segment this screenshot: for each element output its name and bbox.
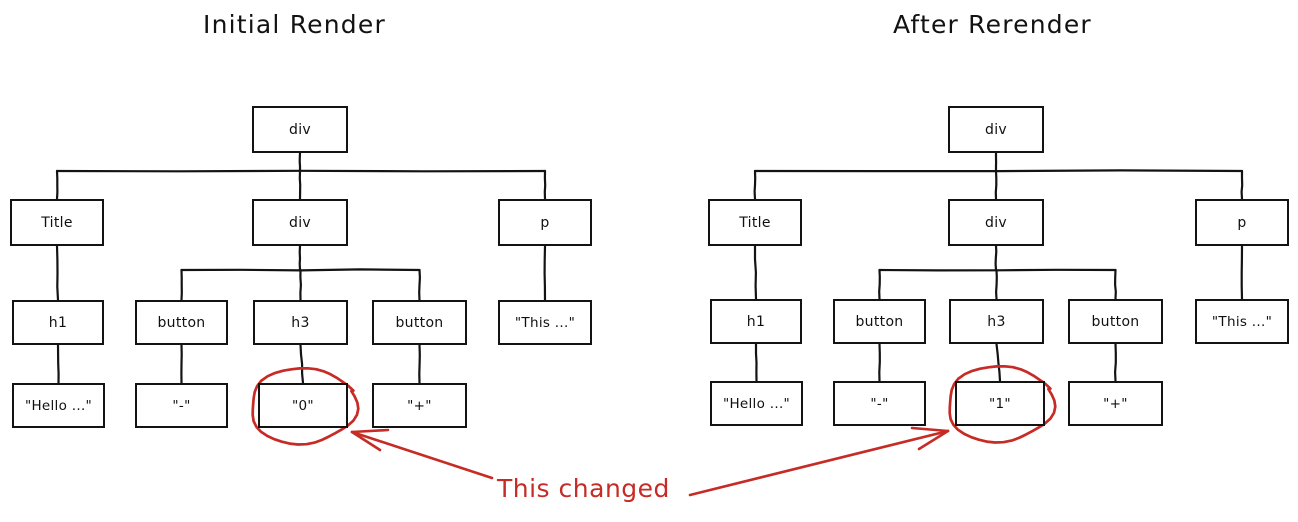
connector-line (55, 244, 60, 302)
connector-line (299, 343, 305, 385)
node-rerender-h3-element: h3 (949, 299, 1044, 344)
node-rerender-button-plus: button (1068, 299, 1163, 344)
connector-line (878, 342, 881, 383)
connector-line (995, 342, 1002, 383)
node-rerender-minus-text: "-" (833, 381, 926, 426)
connector-line (753, 244, 758, 301)
node-initial-inner-div: div (252, 199, 348, 246)
node-initial-plus-text: "+" (372, 383, 467, 428)
connector-line (753, 169, 757, 201)
node-initial-h1-element: h1 (12, 300, 104, 345)
annotation-stroke (910, 426, 950, 433)
node-initial-root-div: div (252, 106, 348, 153)
annotation-stroke (688, 429, 950, 497)
node-initial-p-element: p (498, 199, 592, 246)
annotation-stroke (251, 366, 360, 446)
panel-title-rerender: After Rerender (893, 10, 1092, 39)
connector-line (1114, 268, 1117, 301)
node-initial-title-component: Title (10, 199, 104, 246)
connector-line (878, 268, 881, 301)
annotation-stroke (948, 364, 1057, 444)
connector-line (1114, 342, 1117, 383)
connector-line (418, 268, 421, 302)
node-rerender-button-minus: button (833, 299, 926, 344)
connector-line (753, 169, 1244, 173)
connector-line (299, 268, 302, 302)
node-initial-counter-text: "0" (258, 383, 348, 428)
connector-line (754, 342, 758, 383)
connector-line (56, 343, 60, 385)
node-rerender-plus-text: "+" (1068, 381, 1163, 426)
panel-title-initial: Initial Render (203, 10, 386, 39)
annotation-stroke (350, 428, 390, 434)
node-rerender-inner-div: div (948, 199, 1044, 246)
tree-connectors (55, 151, 1244, 385)
annotation-stroke (917, 429, 950, 451)
node-rerender-h1-element: h1 (710, 299, 802, 344)
connector-line (418, 343, 421, 385)
node-rerender-h1-text: "Hello ..." (710, 381, 803, 426)
node-rerender-title-component: Title (708, 199, 802, 246)
node-rerender-counter-text: "1" (955, 381, 1045, 426)
annotation-label: This changed (497, 474, 670, 503)
connector-line (994, 244, 998, 272)
annotation-marks (251, 364, 1057, 497)
annotation-stroke (350, 430, 494, 480)
connector-line (878, 268, 1117, 272)
node-initial-button-plus: button (372, 300, 467, 345)
node-initial-h3-element: h3 (253, 300, 348, 345)
node-initial-minus-text: "-" (135, 383, 228, 428)
annotation-stroke (350, 430, 382, 452)
node-initial-h1-text: "Hello ..." (12, 383, 105, 428)
node-initial-button-minus: button (135, 300, 228, 345)
node-rerender-p-element: p (1195, 199, 1289, 246)
connector-line (1240, 169, 1244, 201)
connector-line (994, 169, 998, 201)
connector-line (995, 268, 998, 301)
node-initial-p-text: "This ..." (498, 300, 592, 345)
node-rerender-p-text: "This ..." (1195, 299, 1289, 344)
node-rerender-root-div: div (948, 106, 1044, 153)
